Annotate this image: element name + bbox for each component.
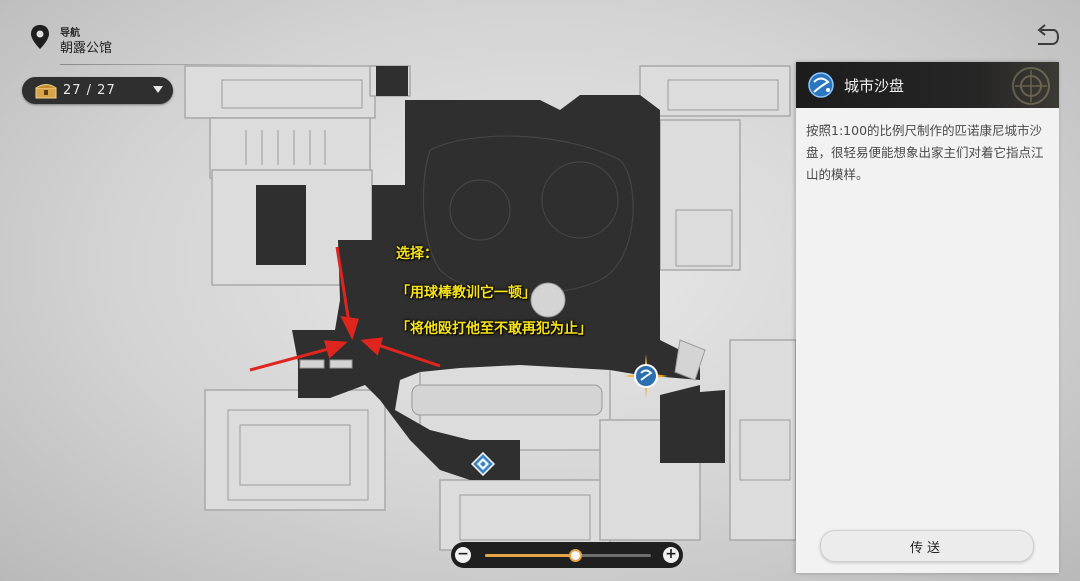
map-guide-arrows	[249, 246, 441, 372]
map-pin-icon	[31, 25, 49, 49]
nav-header: 导航 朝露公馆	[24, 20, 330, 65]
city-sandbox-marker[interactable]	[624, 354, 668, 398]
faction-emblem-icon	[1012, 67, 1050, 105]
zoom-control: − +	[451, 542, 683, 568]
map-building-inner	[221, 79, 791, 541]
caret-down-icon	[153, 86, 163, 93]
chest-count: 27 / 27	[63, 83, 116, 98]
panel-header: 城市沙盘	[796, 62, 1059, 108]
map-floor-texture	[422, 135, 634, 295]
info-panel: 城市沙盘 按照1:100的比例尺制作的匹诺康尼城市沙盘，很轻易便能想象出家主们对…	[796, 62, 1059, 573]
space-anchor-marker[interactable]	[471, 452, 495, 476]
annotation-option-1: 「用球棒教训它一顿」	[396, 285, 536, 301]
zoom-slider-track[interactable]	[485, 549, 651, 562]
panel-title: 城市沙盘	[844, 77, 905, 95]
panel-description: 按照1:100的比例尺制作的匹诺康尼城市沙盘，很轻易便能想象出家主们对着它指点江…	[806, 123, 1044, 182]
zoom-slider-fill	[485, 554, 575, 557]
chest-counter-dropdown[interactable]: 27 / 27	[22, 77, 173, 104]
return-arrow-icon[interactable]	[1032, 24, 1060, 50]
zoom-slider-thumb[interactable]	[568, 549, 582, 562]
treasure-chest-icon	[35, 83, 57, 98]
zoom-out-button[interactable]: −	[455, 547, 471, 563]
nav-divider	[60, 64, 330, 65]
nav-label: 导航	[60, 28, 80, 39]
annotation-option-2: 「将他殴打他至不敢再犯为止」	[396, 321, 592, 337]
teleport-button[interactable]: 传送	[820, 530, 1034, 562]
map-floor-islands	[299, 282, 706, 416]
annotation-choose: 选择：	[396, 246, 438, 262]
nav-location-name: 朝露公馆	[60, 41, 113, 56]
sandbox-icon	[808, 72, 834, 98]
zoom-in-button[interactable]: +	[663, 547, 679, 563]
